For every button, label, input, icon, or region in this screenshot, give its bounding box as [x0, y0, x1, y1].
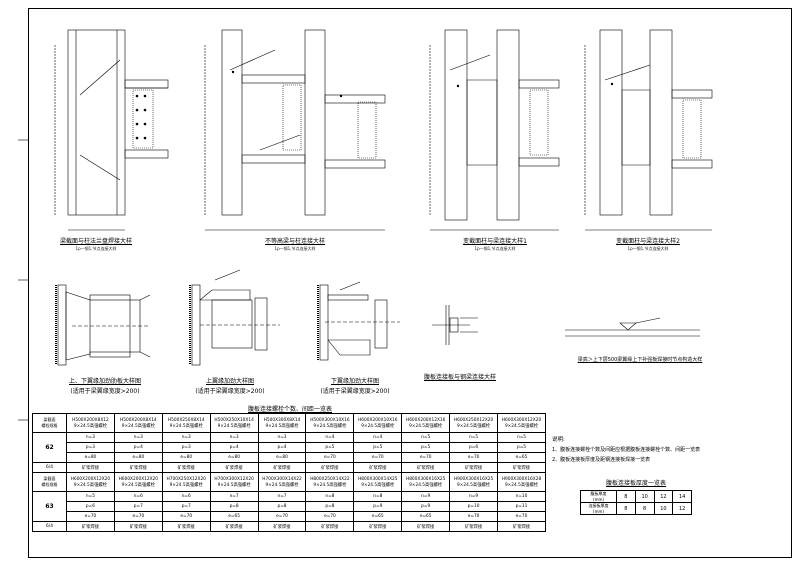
section-b-drawing: [189, 269, 280, 366]
section-c-title: 下翼缘加劲大样图: [330, 378, 380, 385]
detail-4-drawing: [584, 29, 713, 231]
section-b-title: 上翼缘加劲大样图: [205, 378, 255, 385]
weld-detail-drawing: [565, 317, 700, 337]
section-a-title: 上、下翼缘加劲肋板大样图: [68, 378, 142, 385]
row-b-label: 63: [32, 491, 67, 522]
section-c-note: (适用于梁翼缘宽度>200): [320, 388, 390, 395]
detail-2-subtitle: 1p—钢1,节点连接大样: [274, 246, 316, 251]
detail-4-subtitle: 1p—钢1,节点连接大样: [627, 246, 669, 251]
section-a-note: (适用于梁翼缘宽度>200): [70, 388, 140, 395]
section-a-drawing: [55, 284, 151, 366]
detail-3-drawing: [429, 29, 560, 231]
table-row: 6/4 矿浆焊接矿浆焊接矿浆焊接矿浆焊接矿浆焊接矿浆焊接矿浆焊接矿浆焊接矿浆焊接…: [32, 462, 546, 473]
note-2: 2、腹板连接板厚度及距钢连接板焊接一览表: [552, 457, 651, 463]
section-b-note: (适用于梁翼缘宽度>200): [195, 388, 265, 395]
detail-3-subtitle: 1p—钢1,节点连接大样: [474, 246, 516, 251]
detail-1-title: 梁截面与柱法兰盘焊接大样: [59, 238, 133, 245]
detail-4-title: 变截面柱与梁连接大样2: [616, 238, 680, 245]
detail-2-title: 不等高梁与柱连接大样: [264, 238, 326, 245]
detail-2-drawing: [204, 29, 386, 231]
section-c-drawing: [317, 281, 400, 361]
drawing-frame: [28, 8, 792, 558]
table2-title: 腹板连接板厚度一览表: [605, 480, 667, 487]
detail-3-title: 变截面柱与梁连接大样1: [463, 238, 527, 245]
detail-1-drawing: [54, 29, 169, 231]
table-row: 6/4 矿浆焊接矿浆焊接矿浆焊接矿浆焊接矿浆焊接矿浆焊接矿浆焊接矿浆焊接矿浆焊接…: [32, 521, 546, 532]
notes-heading: 说明:: [552, 437, 565, 443]
table-title: 腹板连接螺栓个数、间距一览表: [247, 406, 333, 413]
row-a-label: 62: [32, 432, 67, 463]
detail-1-subtitle: 1p—钢1,节点连接大样: [75, 246, 117, 251]
bolt-detail-drawing: [432, 305, 478, 345]
bolt-detail-title: 腹板连接板与钢梁连接大样: [423, 374, 497, 381]
note-1: 1、腹板连接螺栓个数及间距应根据腹板连接螺栓个数、间距一览表: [552, 447, 701, 453]
header-label: 梁截面 螺栓规格: [32, 413, 67, 433]
weld-note: 梁高＞上下层500梁翼缘上下补强板焊接时节点构造大样: [577, 357, 703, 363]
